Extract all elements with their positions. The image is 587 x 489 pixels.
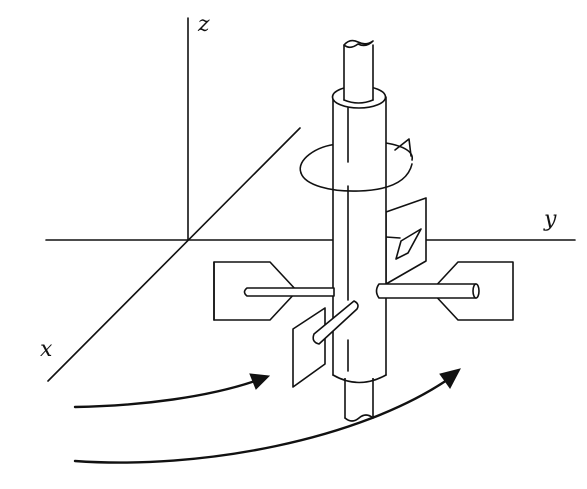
rod-left (243, 287, 335, 297)
coordinate-axes: z y x (40, 12, 576, 382)
flow-arrow-upper (73, 373, 271, 409)
rotation-arrow-front (300, 163, 413, 192)
paddle-front (292, 300, 359, 388)
main-cylinder (331, 85, 387, 384)
x-axis-label: x (40, 337, 53, 362)
flow-arrow-lower (73, 368, 461, 464)
flow-arrowhead-lower-icon (439, 368, 461, 389)
x-axis (47, 127, 301, 382)
rod-right (375, 283, 480, 299)
y-axis-label: y (543, 207, 557, 232)
z-axis-label: z (197, 12, 210, 37)
rotation-arrowhead-icon (394, 138, 412, 157)
shaft-top (343, 39, 374, 104)
shaft-bottom-stub (344, 371, 374, 422)
paddle-back (385, 197, 427, 285)
flow-arrowhead-upper-icon (249, 373, 271, 390)
